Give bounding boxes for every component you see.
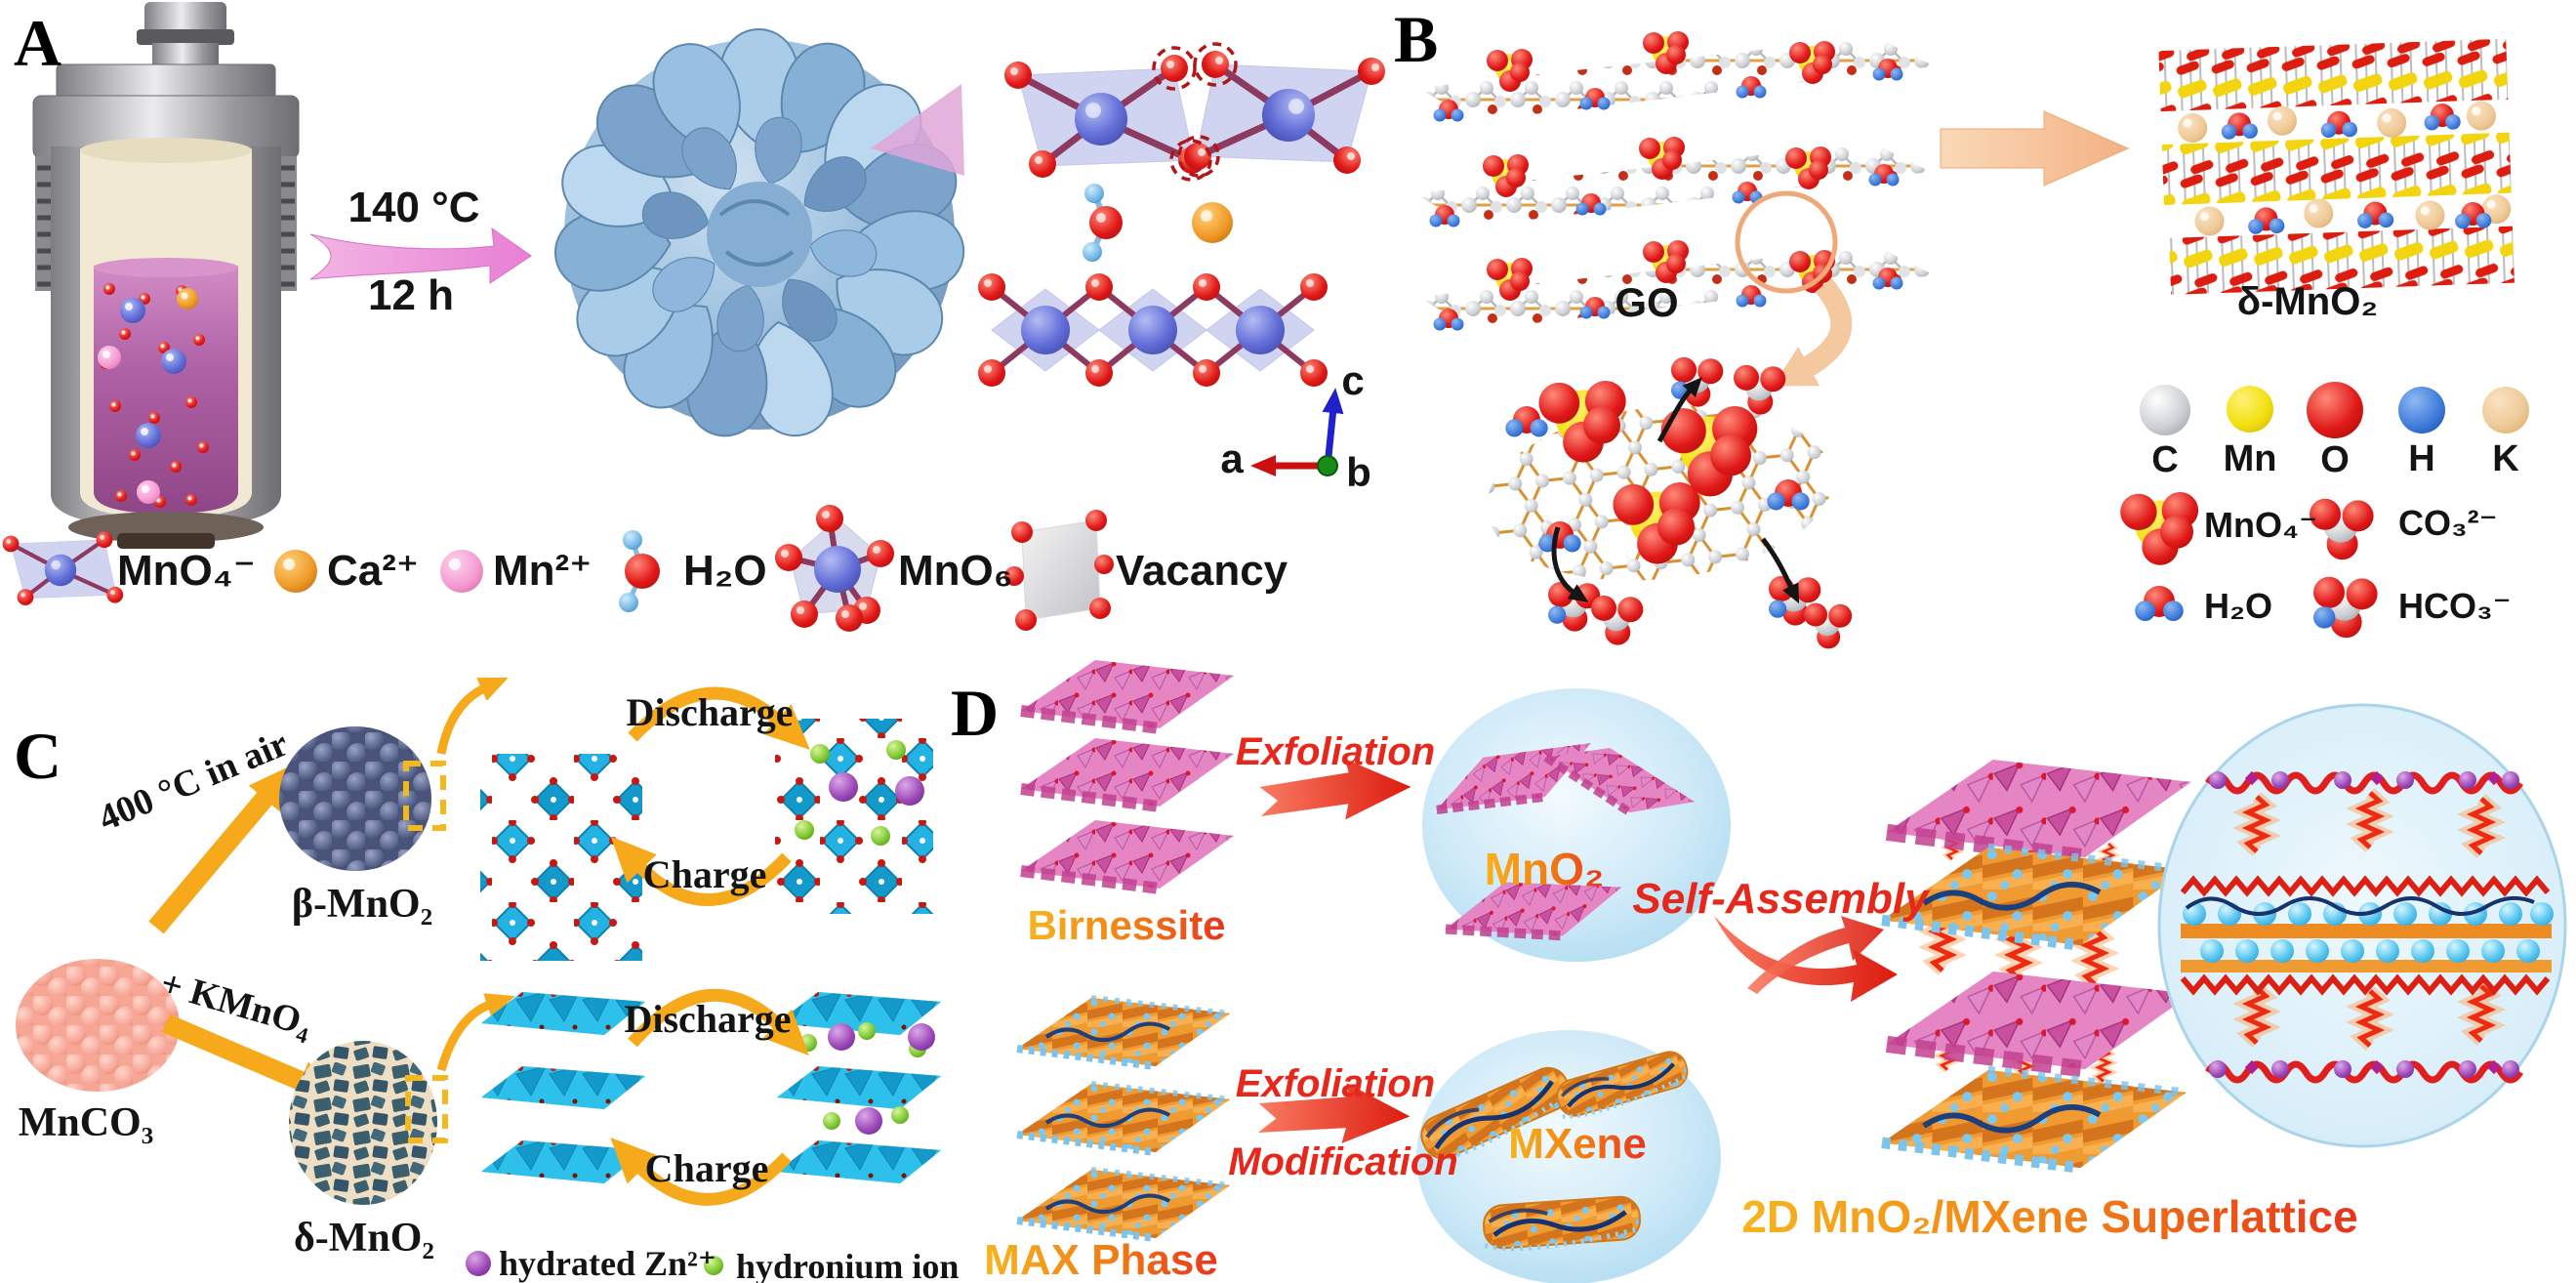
mno6-layer-structure <box>978 273 1328 387</box>
axis-a-label: a <box>1220 435 1244 481</box>
discharge-label-top: Discharge <box>626 690 794 734</box>
delta-mno2-structure <box>2158 38 2515 295</box>
atom-o-label: O <box>2320 439 2350 480</box>
delta-mno2-label-c: δ-MnO₂ <box>293 1216 435 1261</box>
mno2-nanosheet-bubble <box>1422 688 1731 962</box>
axis-c-label: c <box>1341 357 1365 403</box>
autoclave-illustration <box>32 2 300 549</box>
mol-hco3-label: HCO₃⁻ <box>2398 586 2512 626</box>
atom-k-label: K <box>2492 438 2519 479</box>
legend-a-h2o: H₂O <box>683 547 767 595</box>
hydronium-label: hydronium ion <box>736 1247 960 1283</box>
interlayer-water-and-ca <box>1083 184 1233 262</box>
self-assembly-label: Self-Assembly <box>1632 875 1929 923</box>
mnco3-label: MnCO₃ <box>18 1100 154 1145</box>
delta-mno2-cluster <box>289 1041 448 1205</box>
hydrated-zn-label: hydrated Zn²⁺ <box>499 1244 716 1283</box>
mol-mno4-label: MnO₄⁻ <box>2204 505 2318 545</box>
panel-d-label: D <box>951 676 1000 750</box>
mxene-nanosheet-bubble <box>1415 1030 1721 1283</box>
go-stack-illustration <box>1413 31 1935 387</box>
mol-h2o-label: H₂O <box>2204 586 2272 626</box>
beta-mno2-cluster <box>279 726 446 871</box>
crystal-axes <box>1250 388 1344 476</box>
mxene-bubble-label: MXene <box>1508 1120 1647 1168</box>
calcination-arrow <box>148 764 294 934</box>
green-sphere-icon <box>704 1256 723 1275</box>
mno4-tetrahedra-structure <box>1004 42 1385 182</box>
cycle-arrows-bottom <box>610 988 809 1206</box>
superlattice-label: 2D MnO₂/MXene Superlattice <box>1741 1191 2358 1242</box>
superlattice-stack <box>1882 760 2191 1168</box>
legend-a-mno6: MnO₆ <box>898 547 1013 595</box>
cycle-arrows-top <box>610 686 810 907</box>
nanoflower-illustration <box>550 27 969 444</box>
superlattice-inset-bubble <box>2157 703 2567 1148</box>
kmno4-arrow <box>162 1014 342 1100</box>
panel-c-label: C <box>14 719 62 793</box>
inset-mxene-band <box>2180 875 2554 996</box>
self-assembly-arrow <box>1714 916 1898 1002</box>
axis-b-label: b <box>1346 449 1371 495</box>
purple-sphere-icon <box>466 1251 491 1276</box>
hydrothermal-arrow <box>309 227 532 284</box>
max-phase-label: MAX Phase <box>984 1236 1218 1283</box>
mno2-bubble-label: MnO₂ <box>1484 844 1605 894</box>
panel-a-label: A <box>14 6 62 80</box>
panel-b-label: B <box>1394 2 1439 76</box>
charge-label-top: Charge <box>642 852 767 896</box>
go-label: GO <box>1615 279 1679 325</box>
zoom-arrow-delta <box>436 993 515 1072</box>
flower-zoom-wedge <box>871 84 964 176</box>
beta-mno2-label: β-MnO₂ <box>291 882 433 927</box>
birnessite-stack <box>1021 660 1234 889</box>
condition-temperature: 140 °C <box>348 184 480 231</box>
legend-a-mno4: MnO₄⁻ <box>117 547 256 595</box>
discharge-label-bottom: Discharge <box>624 997 792 1041</box>
zoom-arrow-beta <box>436 677 509 755</box>
legend-a-mn: Mn²⁺ <box>493 547 593 595</box>
modification-label: Modification <box>1228 1140 1458 1183</box>
max-phase-stack <box>1017 998 1230 1238</box>
mnco3-cluster <box>16 959 180 1092</box>
panel-a-legend-icons <box>3 505 1114 632</box>
legend-a-ca: Ca²⁺ <box>327 547 420 595</box>
mol-co3-label: CO₃²⁻ <box>2398 503 2498 543</box>
legend-a-vacancy: Vacancy <box>1116 547 1288 595</box>
beta-tunnel-structures <box>480 719 933 961</box>
condition-time: 12 h <box>367 271 455 319</box>
atom-c-label: C <box>2151 439 2179 480</box>
delta-mno2-label-b: δ-MnO₂ <box>2236 280 2379 323</box>
birnessite-label: Birnessite <box>1027 902 1226 948</box>
exfoliation-label-bottom: Exfoliation <box>1235 1062 1436 1105</box>
charge-label-bottom: Charge <box>644 1146 769 1190</box>
exfoliation-label-top: Exfoliation <box>1235 730 1436 773</box>
atom-mn-label: Mn <box>2223 438 2277 479</box>
atom-h-label: H <box>2408 438 2435 479</box>
panel-b-legend-icons <box>2120 382 2529 638</box>
go-to-mno2-arrow <box>1940 110 2130 186</box>
go-reaction-zoom <box>1486 357 1853 649</box>
